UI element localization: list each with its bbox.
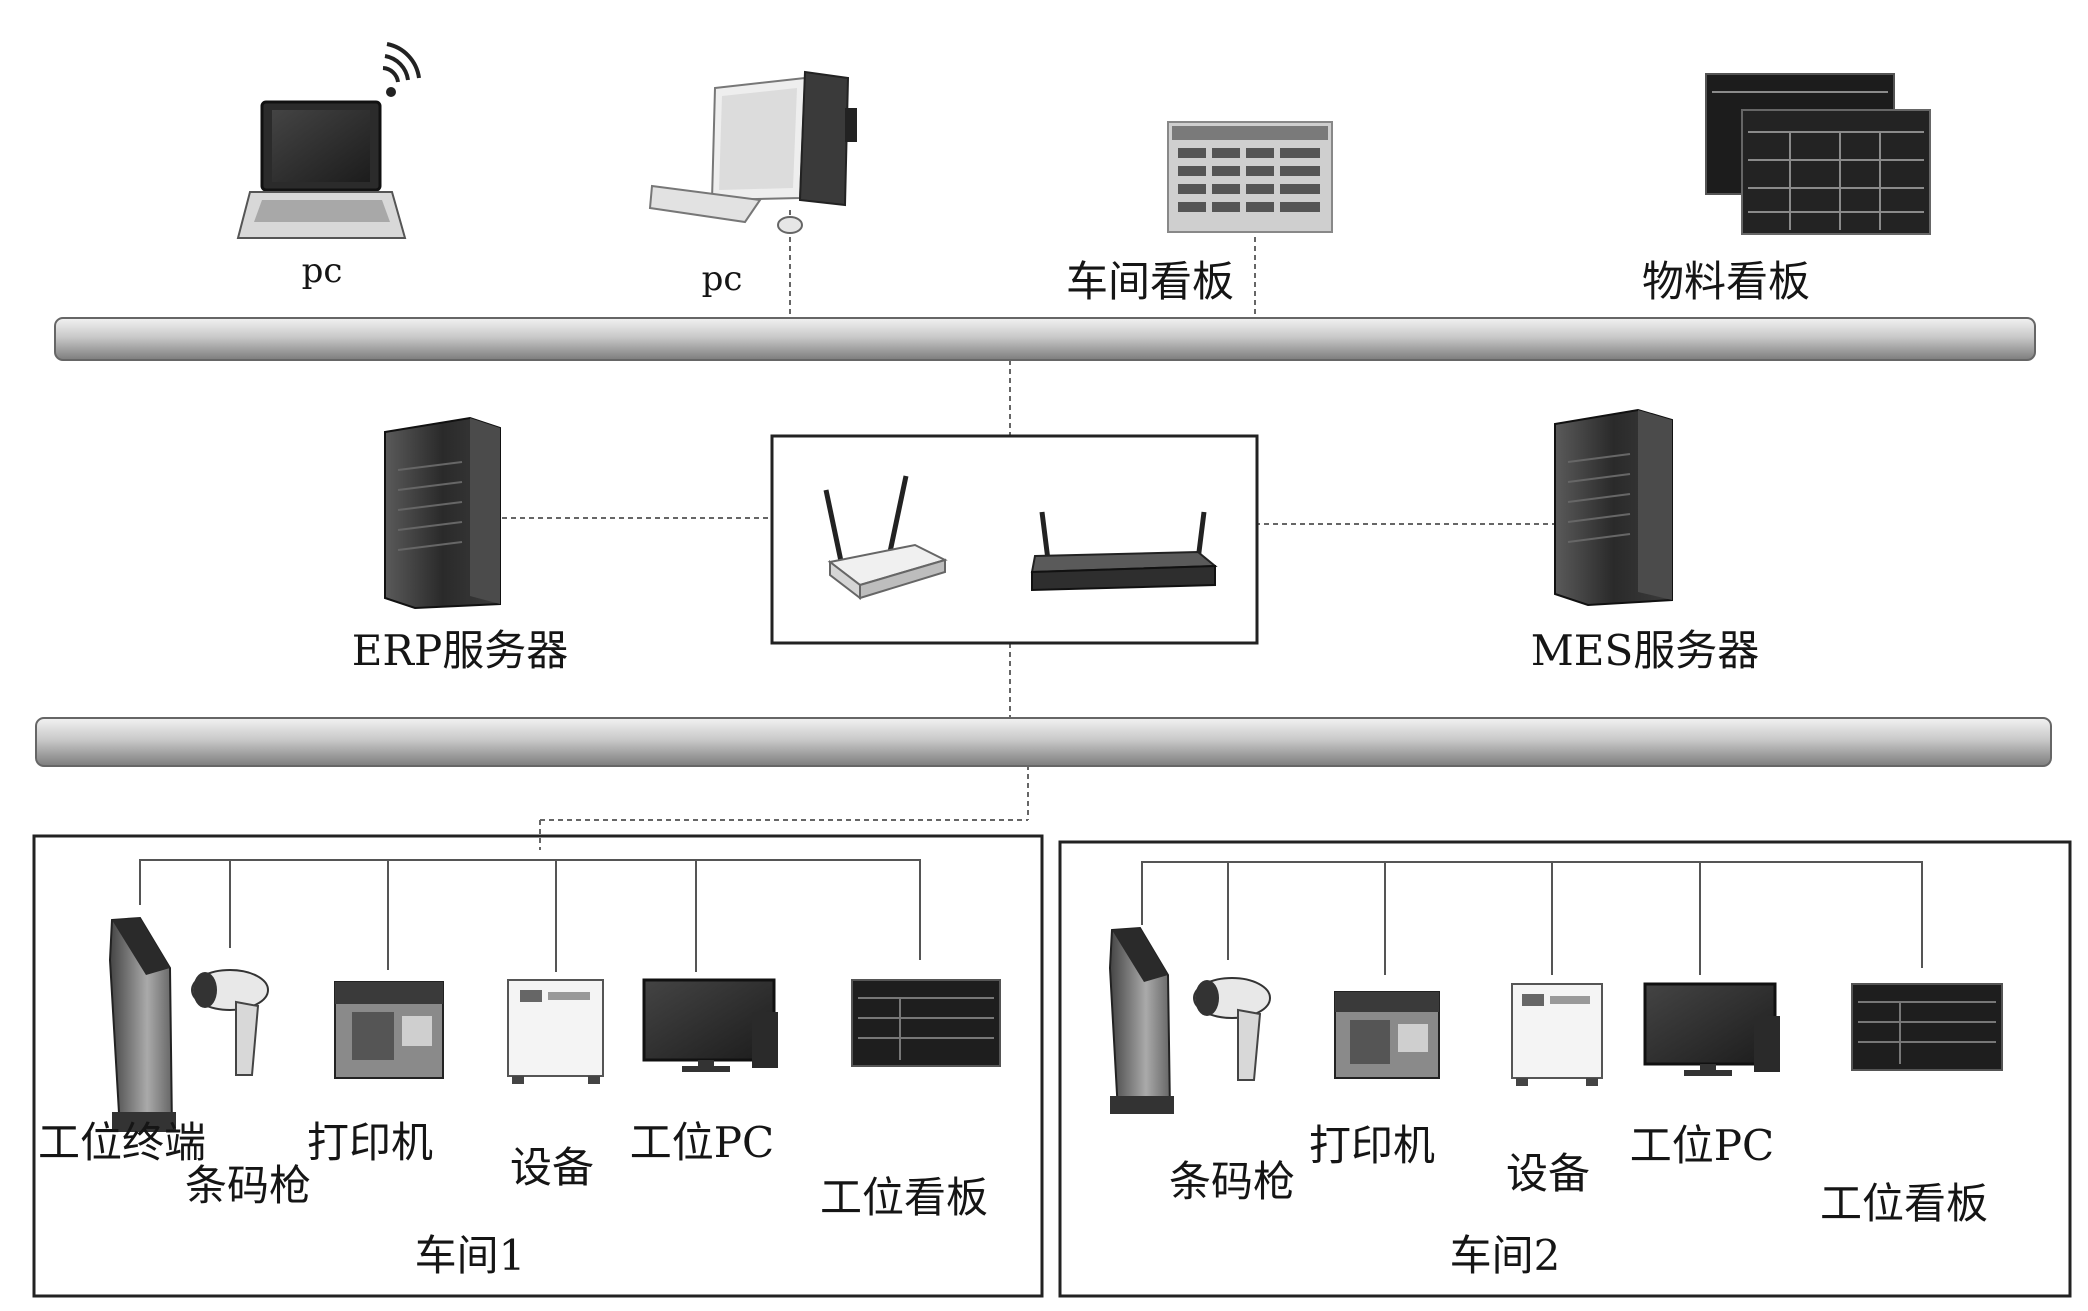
network-gateway-icon (1030, 511, 1218, 592)
wireless-router-icon (823, 475, 948, 601)
label-workstation-terminal: 工位终端 (38, 1118, 206, 1167)
workstation-terminal-kiosk-icon-2 (1108, 926, 1174, 1114)
label-barcode-scanner-2: 条码枪 (1169, 1157, 1295, 1206)
network-equipment-box (770, 434, 1259, 645)
workstation-pc-monitor-icon-1 (642, 978, 778, 1072)
label-workstation-pc-2: 工位PC (1630, 1121, 1774, 1170)
laptop-icon (236, 100, 407, 239)
workstation-pc-monitor-icon-2 (1643, 982, 1780, 1076)
desktop-label: pc (702, 259, 743, 299)
desktop-computer-icon (648, 70, 857, 234)
workshop1-frame (32, 834, 1044, 1298)
workstation-terminal-kiosk-icon (108, 916, 176, 1132)
material-board-label: 物料看板 (1642, 257, 1810, 306)
connector-lines (139, 210, 1923, 975)
label-workstation-pc-1: 工位PC (630, 1118, 774, 1167)
equipment-unit-icon-2 (1511, 983, 1603, 1086)
workshop1-title: 车间1 (415, 1231, 526, 1280)
workshop2-frame (1058, 840, 2072, 1298)
label-printer-1: 打印机 (307, 1118, 433, 1167)
label-workstation-board-1: 工位看板 (820, 1173, 988, 1222)
bottom-network-bus (35, 717, 2052, 767)
label-barcode-scanner-1: 条码枪 (185, 1161, 311, 1210)
material-kanban-board-icon (1705, 73, 1931, 235)
workstation-kanban-screen-icon-1 (851, 979, 1001, 1067)
barcode-scanner-icon-1 (191, 969, 269, 1076)
label-equipment-2: 设备 (1506, 1149, 1590, 1198)
laptop-label: pc (302, 251, 343, 291)
workstation-kanban-screen-icon-2 (1851, 983, 2003, 1071)
barcode-scanner-icon-2 (1193, 977, 1271, 1081)
label-equipment-1: 设备 (510, 1143, 594, 1192)
mes-server-tower-icon (1554, 408, 1673, 607)
workshop-board-label: 车间看板 (1066, 257, 1234, 306)
erp-server-label: ERP服务器 (352, 626, 569, 675)
label-printer-icon-2 (1334, 991, 1440, 1079)
label-printer-2: 打印机 (1309, 1121, 1435, 1170)
equipment-unit-icon-1 (507, 979, 604, 1084)
workshop-kanban-board-icon (1167, 121, 1333, 233)
top-network-bus (54, 317, 2036, 361)
erp-server-tower-icon (384, 416, 501, 610)
mes-server-label: MES服务器 (1531, 626, 1759, 675)
label-printer-icon-1 (334, 981, 444, 1079)
label-workstation-board-2: 工位看板 (1820, 1179, 1988, 1228)
workshop2-title: 车间2 (1450, 1231, 1561, 1280)
wifi-signal-icon (382, 42, 421, 97)
